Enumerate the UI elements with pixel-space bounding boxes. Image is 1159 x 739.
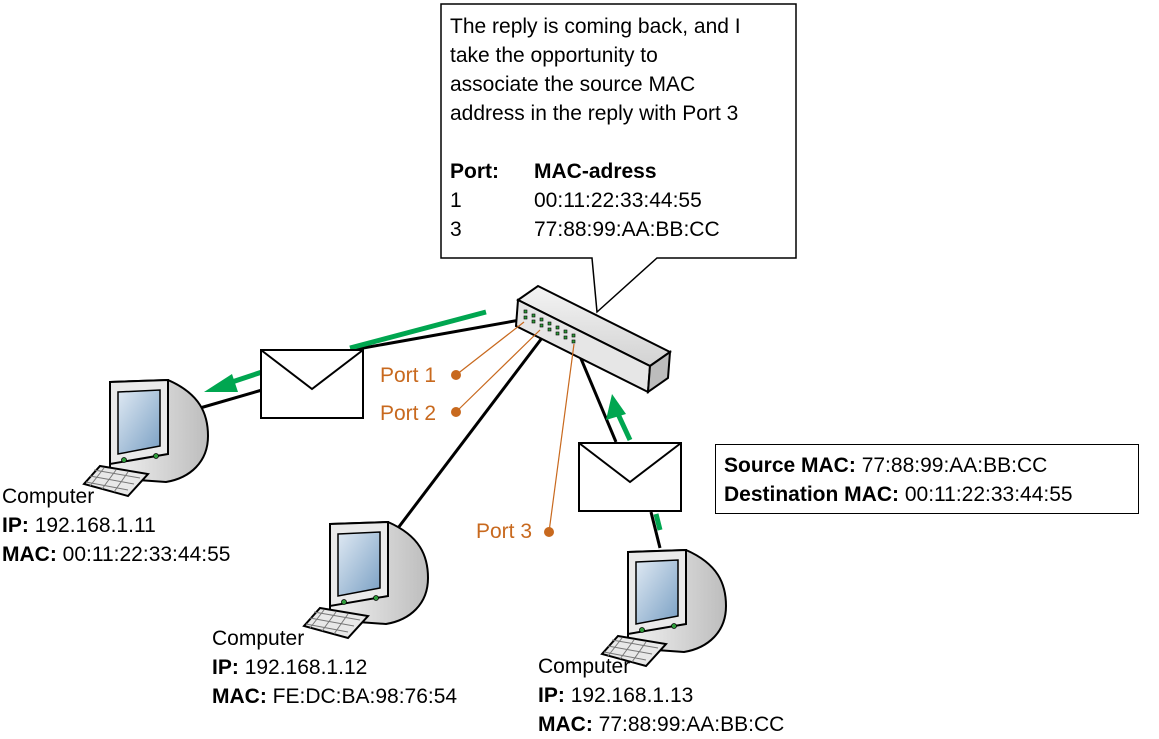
computer-name: Computer <box>538 655 631 678</box>
arrow-reply-left-head <box>204 374 238 392</box>
source-mac-line: Source MAC: 77:88:99:AA:BB:CC <box>724 451 1138 480</box>
computer-name: Computer <box>2 485 95 508</box>
computer-name: Computer <box>212 627 305 650</box>
cable-port1 <box>351 318 521 352</box>
dest-mac-line: Destination MAC: 00:11:22:33:44:55 <box>724 480 1138 509</box>
arrow-up-lower <box>653 513 663 531</box>
mac-table-mac: 00:11:22:33:44:55 <box>534 189 702 212</box>
dest-mac-label: Destination MAC: <box>724 483 899 506</box>
mac-label: MAC: <box>212 685 267 708</box>
ip-value: 192.168.1.12 <box>244 656 368 679</box>
port2-leader <box>455 329 541 413</box>
mac-label: MAC: <box>538 713 593 736</box>
mac-label: MAC: <box>2 543 57 566</box>
computer-2-label: Computer IP: 192.168.1.12 MAC: FE:DC:BA:… <box>212 624 457 711</box>
port3-dot <box>544 527 554 537</box>
callout-line: The reply is coming back, and I <box>450 15 741 38</box>
port3-label: Port 3 <box>476 520 533 543</box>
switch <box>514 284 672 395</box>
ip-label: IP: <box>538 684 565 707</box>
mac-table-port: 1 <box>450 189 462 212</box>
source-mac-value: 77:88:99:AA:BB:CC <box>861 454 1048 477</box>
computer-1-label: Computer IP: 192.168.1.11 MAC: 00:11:22:… <box>2 482 230 569</box>
frame-info-box: Source MAC: 77:88:99:AA:BB:CC Destinatio… <box>715 444 1139 514</box>
port1-label: Port 1 <box>380 364 437 387</box>
arrow-reply-top <box>349 309 487 351</box>
dest-mac-value: 00:11:22:33:44:55 <box>904 483 1073 506</box>
computer-3-label: Computer IP: 192.168.1.13 MAC: 77:88:99:… <box>538 652 784 739</box>
callout-line: associate the source MAC <box>450 73 696 96</box>
port1-leader <box>455 321 525 376</box>
mac-table-port: 3 <box>450 218 462 241</box>
ip-value: 192.168.1.13 <box>570 684 694 707</box>
computer-2-icon <box>303 521 429 639</box>
source-mac-label: Source MAC: <box>724 454 856 477</box>
cable-port3-pc <box>649 511 662 549</box>
computer-1-icon <box>83 379 209 497</box>
callout-line: address in the reply with Port 3 <box>450 102 739 125</box>
arrow-reply-left <box>231 369 263 385</box>
ip-label: IP: <box>2 514 29 537</box>
mac-value: 77:88:99:AA:BB:CC <box>598 713 785 736</box>
port1-dot <box>451 370 461 380</box>
callout-box <box>440 3 797 314</box>
cable-port1-pc <box>199 388 263 410</box>
mac-table-mac-header: MAC-adress <box>534 160 657 183</box>
mac-table-header: Port: MAC-adress <box>450 157 790 186</box>
callout-text: The reply is coming back, and I take the… <box>450 12 790 244</box>
arrow-up-head <box>606 394 626 420</box>
envelope-right <box>578 442 682 512</box>
mac-table-row: 3 77:88:99:AA:BB:CC <box>450 215 790 244</box>
arrow-up-upper <box>615 412 633 442</box>
computer-3-icon <box>601 549 727 667</box>
port2-label: Port 2 <box>380 402 437 425</box>
mac-value: FE:DC:BA:98:76:54 <box>272 685 458 708</box>
envelope-left <box>260 349 364 419</box>
ip-value: 192.168.1.11 <box>34 514 156 537</box>
mac-value: 00:11:22:33:44:55 <box>62 543 231 566</box>
mac-table-port-header: Port: <box>450 160 499 183</box>
mac-table-mac: 77:88:99:AA:BB:CC <box>534 218 720 241</box>
port2-dot <box>451 407 461 417</box>
cable-port2 <box>390 329 550 537</box>
ip-label: IP: <box>212 656 239 679</box>
callout-line: take the opportunity to <box>450 44 658 67</box>
mac-table-row: 1 00:11:22:33:44:55 <box>450 186 790 215</box>
port3-leader <box>548 343 575 533</box>
